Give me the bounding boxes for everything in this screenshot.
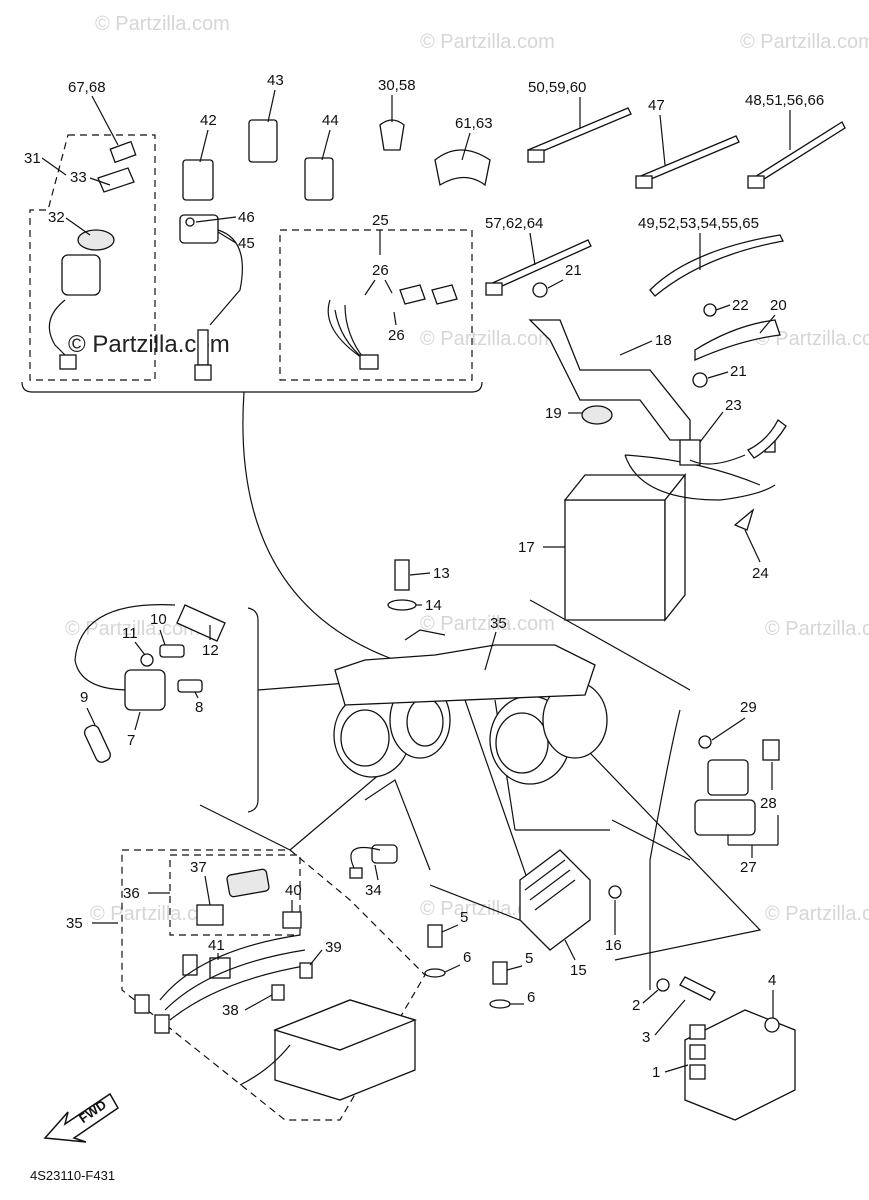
watermark-text: © Partzilla.com xyxy=(755,328,869,350)
battery-area xyxy=(528,282,787,622)
cdi-unit xyxy=(656,976,796,1121)
callout-26-bottom: 26 xyxy=(388,327,405,344)
callout-21-bottom: 21 xyxy=(730,363,747,380)
callout-48-51-56-66: 48,51,56,66 xyxy=(745,92,824,109)
callout-6-left: 6 xyxy=(463,949,471,966)
group-outlines xyxy=(21,134,762,1121)
callout-38: 38 xyxy=(222,1002,239,1019)
callout-5-right: 5 xyxy=(525,950,533,967)
callout-5-left: 5 xyxy=(460,909,468,926)
callout-35-bottom: 35 xyxy=(66,915,83,932)
callout-22: 22 xyxy=(732,297,749,314)
callout-26-top: 26 xyxy=(372,262,389,279)
callout-7: 7 xyxy=(127,732,135,749)
callout-46: 46 xyxy=(238,209,255,226)
watermark-text: © Partzilla.com xyxy=(90,903,225,925)
fwd-arrow-icon: FWD xyxy=(43,1092,119,1143)
callout-9: 9 xyxy=(80,689,88,706)
watermark-text: © Partzilla.com xyxy=(95,13,230,35)
callout-50-59-60: 50,59,60 xyxy=(528,79,586,96)
rectifier-regulator xyxy=(519,849,622,951)
callout-49-52-53-54-55-65: 49,52,53,54,55,65 xyxy=(638,215,759,232)
callout-6-right: 6 xyxy=(527,989,535,1006)
ignition-coil xyxy=(74,604,226,763)
callout-28: 28 xyxy=(760,795,777,812)
callout-labels: 67,68 31 33 32 42 43 44 46 45 30,58 61,6… xyxy=(24,72,824,1081)
callout-13: 13 xyxy=(433,565,450,582)
callout-12: 12 xyxy=(202,642,219,659)
callout-43: 43 xyxy=(267,72,284,89)
callout-8: 8 xyxy=(195,699,203,716)
callout-3: 3 xyxy=(642,1029,650,1046)
watermark-text: © Partzilla.com xyxy=(420,613,555,635)
callout-2: 2 xyxy=(632,997,640,1014)
atv-silhouette xyxy=(333,629,608,785)
watermark-text: © Partzilla.com xyxy=(765,618,869,640)
callout-35-top: 35 xyxy=(490,615,507,632)
callout-29: 29 xyxy=(740,699,757,716)
callout-20: 20 xyxy=(770,297,787,314)
callout-40: 40 xyxy=(285,882,302,899)
callout-36: 36 xyxy=(123,885,140,902)
callout-1: 1 xyxy=(652,1064,660,1081)
callout-47: 47 xyxy=(648,97,665,114)
callout-41: 41 xyxy=(208,937,225,954)
neutral-switch xyxy=(349,844,398,879)
callout-32: 32 xyxy=(48,209,65,226)
callout-17: 17 xyxy=(518,539,535,556)
callout-57-62-64: 57,62,64 xyxy=(485,215,543,232)
callout-11: 11 xyxy=(122,625,138,642)
callout-37: 37 xyxy=(190,859,207,876)
callout-16: 16 xyxy=(605,937,622,954)
callout-25: 25 xyxy=(372,212,389,229)
callout-23: 23 xyxy=(725,397,742,414)
callout-34: 34 xyxy=(365,882,382,899)
callout-31: 31 xyxy=(24,150,41,167)
watermark-text: © Partzilla.com xyxy=(420,31,555,53)
bands-and-holders xyxy=(379,107,846,297)
callout-21-top: 21 xyxy=(565,262,582,279)
callout-42: 42 xyxy=(200,112,217,129)
starter-relay xyxy=(694,735,780,836)
callout-24: 24 xyxy=(752,565,769,582)
watermark-text: © Partzilla.com xyxy=(740,31,869,53)
callout-19: 19 xyxy=(545,405,562,422)
callout-27: 27 xyxy=(740,859,757,876)
callout-67-68: 67,68 xyxy=(68,79,106,96)
sensor xyxy=(387,559,417,611)
callout-30-58: 30,58 xyxy=(378,77,416,94)
couplers xyxy=(179,119,334,381)
watermark-text: © Partzilla.com xyxy=(420,328,555,350)
callout-45: 45 xyxy=(238,235,255,252)
callout-33: 33 xyxy=(70,169,87,186)
callout-4: 4 xyxy=(768,972,776,989)
lead-wire-assembly xyxy=(327,284,458,370)
watermark-text: © Partzilla.com xyxy=(765,903,869,925)
callout-14: 14 xyxy=(425,597,442,614)
callout-61-63: 61,63 xyxy=(455,115,493,132)
callout-44: 44 xyxy=(322,112,339,129)
main-switch-assembly xyxy=(48,140,137,370)
diagram-code: 4S23110-F431 xyxy=(30,1168,115,1183)
callout-15: 15 xyxy=(570,962,587,979)
bolts-and-washers xyxy=(424,924,511,1009)
callout-10: 10 xyxy=(150,611,167,628)
callout-39: 39 xyxy=(325,939,342,956)
watermark-text: © Partzilla.com xyxy=(65,618,200,640)
callout-18: 18 xyxy=(655,332,672,349)
